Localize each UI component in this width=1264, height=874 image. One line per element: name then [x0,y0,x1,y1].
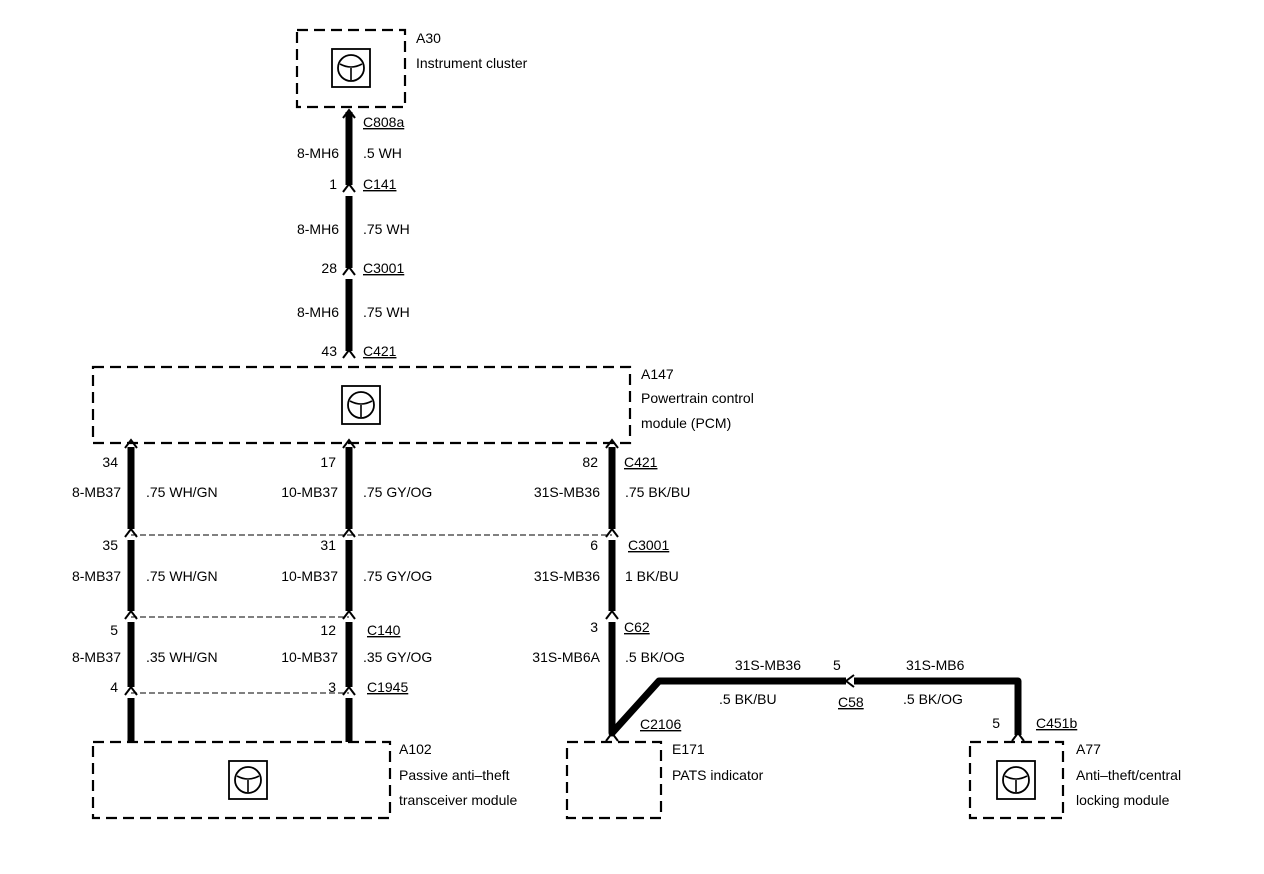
mid-seg3-circuit: 10-MB37 [281,649,338,665]
hrun-seg2-circuit: 31S-MB6 [906,657,965,673]
mid-pin-3: 12 [320,622,336,638]
mid-seg2-wire: .75 GY/OG [363,568,432,584]
a102-module-box [91,740,392,820]
mid-pin-1: 17 [320,454,336,470]
right-seg1-wire: .75 BK/BU [625,484,690,500]
a30-module-icon [331,48,371,88]
a102-name-line2: transceiver module [399,792,517,808]
a30-name-label: Instrument cluster [416,55,528,71]
a77-pin: 5 [992,715,1000,731]
mid-seg2-circuit: 10-MB37 [281,568,338,584]
left-seg3-wire: .35 WH/GN [146,649,218,665]
connector-c3001-top: C3001 [363,260,404,276]
trunk-seg2-wire: .75 WH [363,221,410,237]
a77-module-icon [996,760,1036,800]
left-seg3-circuit: 8-MB37 [72,649,121,665]
mid-pin-4: 3 [328,679,336,695]
a77-module-box [968,740,1065,820]
left-seg1-circuit: 8-MB37 [72,484,121,500]
e171-id-label: E171 [672,741,705,757]
a77-name-line2: locking module [1076,792,1170,808]
right-branch-wire [605,438,1025,742]
a147-name-line2: module (PCM) [641,415,731,431]
mid-seg1-wire: .75 GY/OG [363,484,432,500]
mid-pin-2: 31 [320,537,336,553]
left-pin-1: 34 [102,454,118,470]
hrun-seg1-wire: .5 BK/BU [719,691,777,707]
connector-c421-right: C421 [624,454,658,470]
a102-name-line1: Passive anti–theft [399,767,510,783]
a102-id-label: A102 [399,741,432,757]
connector-bridges [131,534,612,694]
main-trunk-wire [342,108,356,359]
trunk-seg3-circuit: 8-MH6 [297,304,339,320]
a30-id-label: A30 [416,30,441,46]
connector-c1945: C1945 [367,679,408,695]
mid-seg3-wire: .35 GY/OG [363,649,432,665]
right-pin-2: 6 [590,537,598,553]
left-seg1-wire: .75 WH/GN [146,484,218,500]
mid-seg1-circuit: 10-MB37 [281,484,338,500]
trunk-seg2-pin: 28 [321,260,337,276]
connector-c141: C141 [363,176,397,192]
c58-pin: 5 [833,657,841,673]
a147-name-line1: Powertrain control [641,390,754,406]
right-seg3-circuit: 31S-MB6A [532,649,600,665]
a77-name-line1: Anti–theft/central [1076,767,1181,783]
right-seg1-circuit: 31S-MB36 [534,484,600,500]
e171-name-label: PATS indicator [672,767,764,783]
connector-c451b: C451b [1036,715,1077,731]
a30-module-box [295,28,407,109]
left-pin-4: 4 [110,679,118,695]
connector-c808a: C808a [363,114,404,130]
connector-c58: C58 [838,694,864,710]
mid-branch-wire [342,438,356,742]
right-seg2-circuit: 31S-MB36 [534,568,600,584]
trunk-seg1-circuit: 8-MH6 [297,145,339,161]
connector-c62: C62 [624,619,650,635]
e171-module-box [565,740,663,820]
trunk-seg1-pin: 1 [329,176,337,192]
trunk-seg2-circuit: 8-MH6 [297,221,339,237]
connector-c140: C140 [367,622,401,638]
left-seg2-circuit: 8-MB37 [72,568,121,584]
trunk-seg1-wire: .5 WH [363,145,402,161]
trunk-seg3-wire: .75 WH [363,304,410,320]
right-seg2-wire: 1 BK/BU [625,568,679,584]
connector-c421-top: C421 [363,343,397,359]
left-pin-3: 5 [110,622,118,638]
connector-c3001-right: C3001 [628,537,669,553]
left-seg2-wire: .75 WH/GN [146,568,218,584]
hrun-seg1-circuit: 31S-MB36 [735,657,801,673]
left-pin-2: 35 [102,537,118,553]
left-branch-wire [124,438,138,742]
right-seg3-wire: .5 BK/OG [625,649,685,665]
trunk-seg3-pin: 43 [321,343,337,359]
hrun-seg2-wire: .5 BK/OG [903,691,963,707]
a77-id-label: A77 [1076,741,1101,757]
a147-module-icon [341,385,381,425]
a102-module-icon [228,760,268,800]
connector-c2106: C2106 [640,716,681,732]
a147-id-label: A147 [641,366,674,382]
right-pin-3: 3 [590,619,598,635]
right-pin-1: 82 [582,454,598,470]
